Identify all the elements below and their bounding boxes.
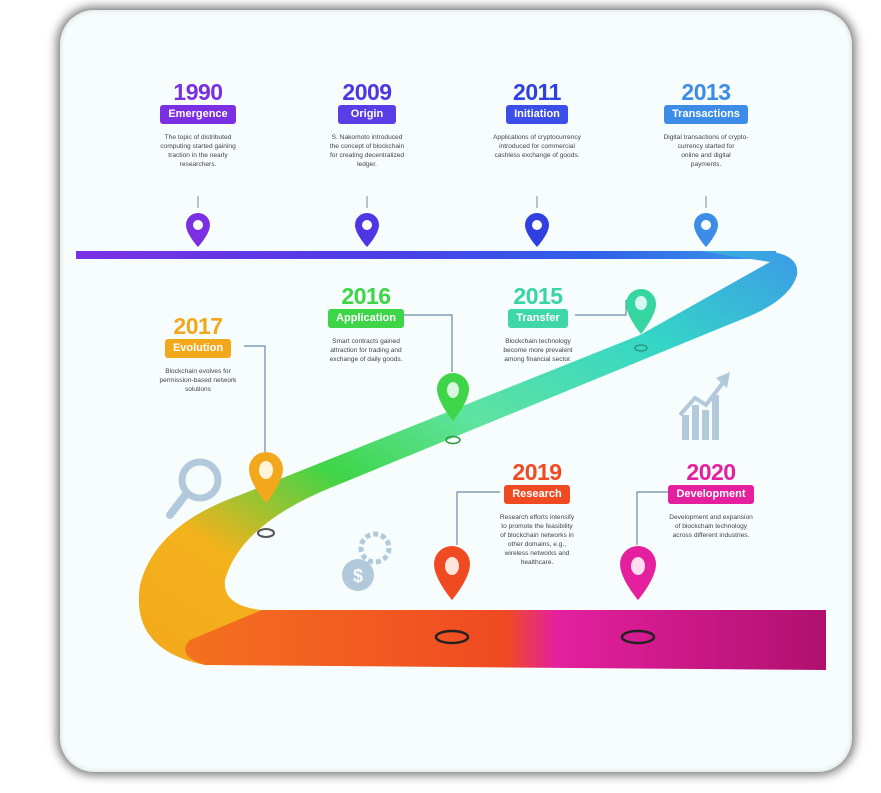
pin-2019 (434, 546, 470, 645)
milestone-label: Evolution (164, 339, 232, 358)
milestone-2020: 2020 Development Development and expansi… (655, 460, 767, 540)
milestone-label: Origin (338, 105, 396, 124)
svg-text:$: $ (353, 566, 363, 586)
gear-dollar-icon: $ (342, 531, 392, 591)
milestone-label: Emergence (160, 105, 236, 124)
milestone-year: 2009 (342, 79, 392, 105)
milestone-label: Transfer (508, 309, 568, 328)
milestone-2013: 2013 Transactions Digital transactions o… (650, 80, 762, 169)
milestone-year: 2013 (681, 79, 731, 105)
milestone-year: 1990 (173, 79, 223, 105)
milestone-year: 2015 (513, 283, 563, 309)
road-bottom-band (185, 610, 826, 670)
milestone-label: Research (504, 485, 570, 504)
pin-2015 (626, 289, 656, 352)
pin-2016 (437, 373, 469, 445)
milestone-label: Application (328, 309, 404, 328)
milestone-description: Digital transactions of crypto-currency … (663, 134, 749, 168)
milestone-label: Initiation (506, 105, 568, 124)
pin-2011 (525, 213, 549, 247)
pin-2020 (620, 546, 656, 645)
pin-2013 (694, 213, 718, 247)
milestone-2011: 2011 Initiation Applications of cryptocu… (482, 80, 592, 160)
milestone-year: 2019 (512, 459, 562, 485)
milestone-year: 2017 (173, 313, 223, 339)
pin-2017 (249, 452, 283, 538)
milestone-year: 2016 (341, 283, 391, 309)
milestone-2019: 2019 Research Research efforts intensify… (487, 460, 587, 567)
pin-1990 (186, 213, 210, 247)
milestone-year: 2011 (513, 79, 561, 105)
road-top-band (76, 251, 776, 259)
magnifier-icon (166, 458, 222, 519)
road-diagonal (138, 251, 798, 665)
milestone-label: Development (668, 485, 754, 504)
pin-2009 (355, 213, 379, 247)
milestone-year: 2020 (686, 459, 736, 485)
milestone-label: Transactions (664, 105, 748, 124)
growth-chart-icon (678, 372, 730, 440)
